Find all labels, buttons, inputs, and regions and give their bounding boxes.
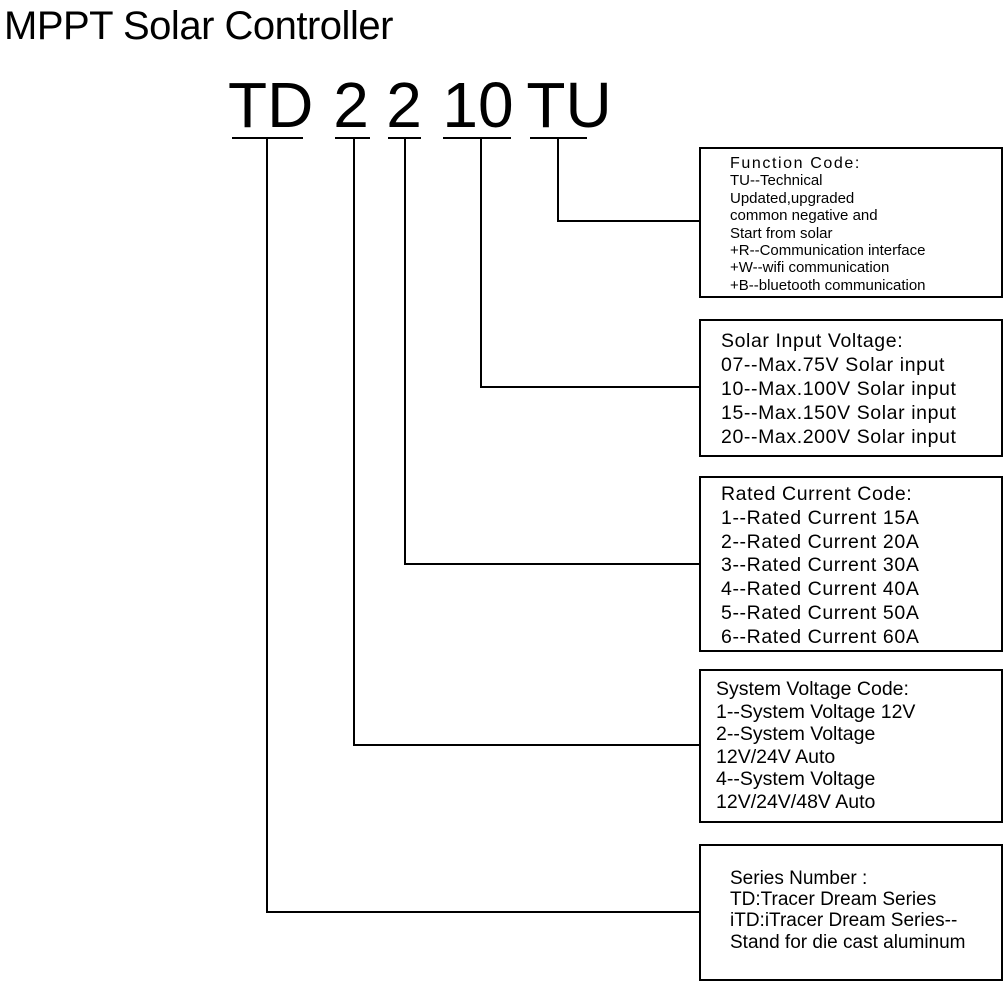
function-code-box: Function Code: TU--Technical Updated,upg… xyxy=(699,147,1003,298)
code-segment-series: TD xyxy=(228,69,314,141)
rated-current-code-line: 5--Rated Current 50A xyxy=(721,601,920,624)
series-number-box: Series Number : TD:Tracer Dream Series i… xyxy=(699,844,1003,981)
code-segment-function: TU xyxy=(526,69,612,141)
connector-solar-voltage xyxy=(480,138,700,388)
system-voltage-code-heading: System Voltage Code: xyxy=(716,678,909,700)
code-segment-solar-voltage: 10 xyxy=(442,69,514,141)
code-segment-system-voltage: 2 xyxy=(333,69,369,141)
solar-input-voltage-line: 10--Max.100V Solar input xyxy=(721,378,957,400)
function-code-line: +R--Communication interface xyxy=(730,242,926,260)
solar-input-voltage-box: Solar Input Voltage: 07--Max.75V Solar i… xyxy=(699,319,1003,457)
page-title: MPPT Solar Controller xyxy=(4,4,393,48)
function-code-line: common negative and xyxy=(730,207,878,225)
function-code-line: Updated,upgraded xyxy=(730,189,855,207)
rated-current-code-box: Rated Current Code: 1--Rated Current 15A… xyxy=(699,476,1003,652)
series-number-line: Stand for die cast aluminum xyxy=(730,931,966,953)
system-voltage-code-line: 4--System Voltage xyxy=(716,768,876,790)
series-number-heading: Series Number : xyxy=(730,868,868,889)
rated-current-code-line: 2--Rated Current 20A xyxy=(721,530,920,553)
code-segment-rated-current: 2 xyxy=(386,69,422,141)
function-code-line: +B--bluetooth communication xyxy=(730,276,926,294)
series-number-line: iTD:iTracer Dream Series-- xyxy=(730,910,958,932)
rated-current-code-line: 6--Rated Current 60A xyxy=(721,625,920,648)
connector-function xyxy=(557,138,700,222)
rated-current-code-line: 3--Rated Current 30A xyxy=(721,554,920,577)
code-underline-solar-voltage xyxy=(443,137,511,139)
connector-series xyxy=(266,138,700,913)
rated-current-code-heading: Rated Current Code: xyxy=(721,483,913,505)
solar-input-voltage-line: 07--Max.75V Solar input xyxy=(721,354,946,376)
system-voltage-code-line: 12V/24V Auto xyxy=(716,745,836,768)
system-voltage-code-line: 2--System Voltage xyxy=(716,723,876,745)
connector-rated-current xyxy=(404,138,700,565)
solar-input-voltage-line: 20--Max.200V Solar input xyxy=(721,426,957,448)
rated-current-code-line: 4--Rated Current 40A xyxy=(721,578,920,601)
series-number-line: TD:Tracer Dream Series xyxy=(730,889,937,911)
code-underline-system-voltage xyxy=(335,137,370,139)
function-code-line: +W--wifi communication xyxy=(730,259,890,277)
connector-system-voltage xyxy=(353,138,700,746)
function-code-line: TU--Technical xyxy=(730,172,823,190)
function-code-line: Start from solar xyxy=(730,224,833,242)
system-voltage-code-line: 12V/24V/48V Auto xyxy=(716,790,876,813)
system-voltage-code-line: 1--System Voltage 12V xyxy=(716,700,916,723)
solar-input-voltage-line: 15--Max.150V Solar input xyxy=(721,402,957,424)
solar-input-voltage-heading: Solar Input Voltage: xyxy=(721,330,904,352)
function-code-heading: Function Code: xyxy=(730,155,861,172)
system-voltage-code-box: System Voltage Code: 1--System Voltage 1… xyxy=(699,669,1003,823)
rated-current-code-line: 1--Rated Current 15A xyxy=(721,506,920,529)
